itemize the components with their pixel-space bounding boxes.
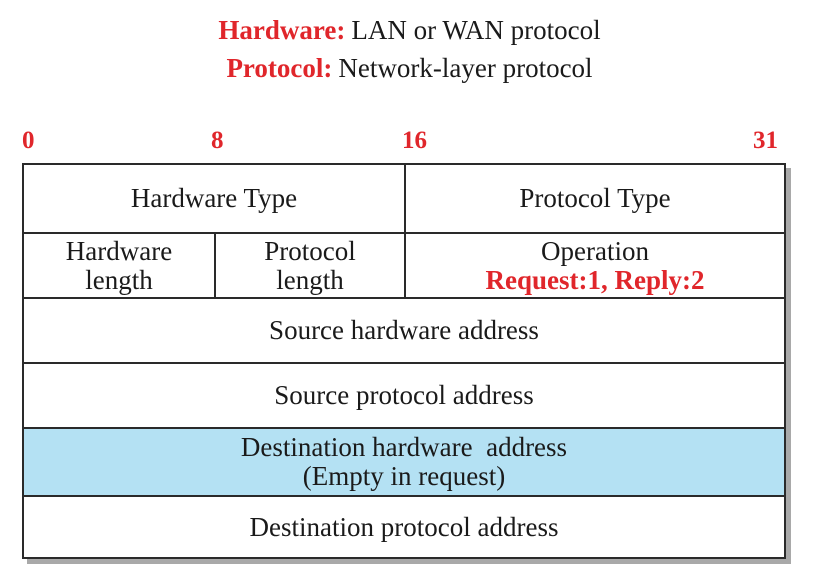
field-source-protocol-address: Source protocol address [24, 362, 784, 427]
field-protocol-type: Protocol Type [404, 165, 784, 232]
field-hardware-type: Hardware Type [24, 165, 404, 232]
legend-hardware-value: LAN or WAN protocol [351, 15, 601, 45]
legend-protocol-value: Network-layer protocol [338, 53, 593, 83]
field-hardware-type-label: Hardware Type [130, 183, 298, 213]
field-hardware-length-line-1: Hardware [65, 235, 173, 266]
bit-position-8: 8 [211, 127, 224, 154]
field-destination-hardware-address: Destination hardware address (Empty in r… [24, 427, 784, 495]
legend-protocol-key: Protocol: [226, 53, 333, 83]
bit-position-16: 16 [402, 127, 427, 154]
field-protocol-type-label: Protocol Type [519, 183, 671, 213]
field-destination-protocol-address-label: Destination protocol address [249, 511, 559, 542]
legend-protocol: Protocol:Network-layer protocol [0, 52, 819, 84]
field-protocol-length-line-1: Protocol [264, 235, 356, 266]
field-protocol-length-line-2: length [276, 264, 344, 295]
field-operation-note: Request:1, Reply:2 [485, 264, 705, 295]
arp-packet-format: Hardware Type Protocol Type Hardware len… [22, 163, 786, 559]
legend-hardware: Hardware:LAN or WAN protocol [0, 14, 819, 46]
field-source-hardware-address-label: Source hardware address [269, 315, 539, 345]
field-hardware-length: Hardware length [24, 232, 214, 297]
field-source-protocol-address-label: Source protocol address [274, 380, 534, 410]
field-hardware-length-line-2: length [85, 264, 153, 295]
field-protocol-length: Protocol length [214, 232, 404, 297]
field-operation: Operation Request:1, Reply:2 [404, 232, 784, 297]
bit-position-31: 31 [753, 127, 778, 154]
field-destination-hardware-address-note: (Empty in request) [302, 461, 506, 491]
field-source-hardware-address: Source hardware address [24, 297, 784, 362]
field-destination-hardware-address-label: Destination hardware address [240, 432, 568, 462]
bit-position-0: 0 [22, 127, 35, 154]
field-destination-protocol-address: Destination protocol address [24, 495, 784, 557]
legend-hardware-key: Hardware: [218, 15, 346, 45]
field-operation-label: Operation [541, 235, 649, 266]
